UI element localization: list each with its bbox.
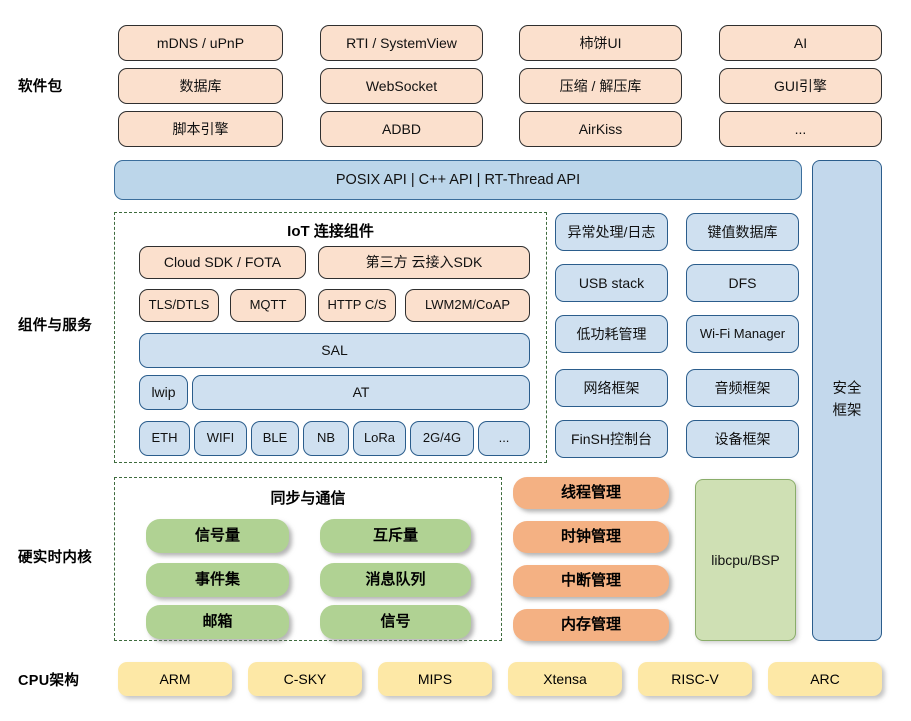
security-framework-line1: 安全	[832, 381, 862, 398]
cpu-arch-box[interactable]: ARM	[118, 662, 232, 696]
package-box[interactable]: 脚本引擎	[118, 111, 283, 147]
sync-box[interactable]: 互斥量	[320, 519, 471, 553]
cpu-arch-box[interactable]: C-SKY	[248, 662, 362, 696]
row-label-software-packages: 软件包	[18, 79, 63, 95]
api-bar: POSIX API | C++ API | RT-Thread API	[114, 160, 802, 200]
package-box[interactable]: GUI引擎	[719, 68, 882, 104]
package-box[interactable]: ADBD	[320, 111, 483, 147]
component-box[interactable]: Wi-Fi Manager	[686, 315, 799, 353]
sync-box[interactable]: 消息队列	[320, 563, 471, 597]
sync-group-title: 同步与通信	[270, 490, 346, 507]
link-box[interactable]: LoRa	[353, 421, 406, 456]
component-box[interactable]: USB stack	[555, 264, 668, 302]
kernel-management-box[interactable]: 线程管理	[513, 477, 669, 509]
link-box[interactable]: BLE	[251, 421, 299, 456]
row-label-components-services: 组件与服务	[18, 318, 92, 334]
cpu-arch-box[interactable]: RISC-V	[638, 662, 752, 696]
component-box[interactable]: FinSH控制台	[555, 420, 668, 458]
kernel-management-box[interactable]: 中断管理	[513, 565, 669, 597]
libcpu-bsp-box[interactable]: libcpu/BSP	[695, 479, 796, 641]
kernel-management-box[interactable]: 内存管理	[513, 609, 669, 641]
package-box[interactable]: mDNS / uPnP	[118, 25, 283, 61]
cpu-arch-box[interactable]: ARC	[768, 662, 882, 696]
link-box[interactable]: 2G/4G	[410, 421, 474, 456]
sync-box[interactable]: 信号	[320, 605, 471, 639]
sync-box[interactable]: 事件集	[146, 563, 289, 597]
security-framework-column[interactable]: 安全 框架	[812, 160, 882, 641]
iot-protocol-box[interactable]: HTTP C/S	[318, 289, 396, 322]
iot-group-title: IoT 连接组件	[287, 223, 374, 240]
cpu-arch-box[interactable]: MIPS	[378, 662, 492, 696]
sal-box[interactable]: SAL	[139, 333, 530, 368]
cpu-arch-box[interactable]: Xtensa	[508, 662, 622, 696]
component-box[interactable]: 键值数据库	[686, 213, 799, 251]
package-box[interactable]: AI	[719, 25, 882, 61]
package-box[interactable]: 柿饼UI	[519, 25, 682, 61]
link-box[interactable]: NB	[303, 421, 349, 456]
link-box[interactable]: ...	[478, 421, 530, 456]
at-box[interactable]: AT	[192, 375, 530, 410]
package-box[interactable]: AirKiss	[519, 111, 682, 147]
row-label-cpu-arch: CPU架构	[18, 673, 80, 689]
sync-communication-group	[114, 477, 502, 641]
package-box[interactable]: RTI / SystemView	[320, 25, 483, 61]
package-box[interactable]: 数据库	[118, 68, 283, 104]
row-label-hard-realtime-kernel: 硬实时内核	[18, 550, 92, 566]
iot-sdk-box[interactable]: Cloud SDK / FOTA	[139, 246, 306, 279]
iot-connectivity-group	[114, 212, 547, 463]
package-box[interactable]: ...	[719, 111, 882, 147]
security-framework-line2: 框架	[832, 402, 862, 419]
package-box[interactable]: 压缩 / 解压库	[519, 68, 682, 104]
component-box[interactable]: 音频框架	[686, 369, 799, 407]
package-box[interactable]: WebSocket	[320, 68, 483, 104]
sync-box[interactable]: 信号量	[146, 519, 289, 553]
iot-sdk-box[interactable]: 第三方 云接入SDK	[318, 246, 530, 279]
iot-protocol-box[interactable]: MQTT	[230, 289, 306, 322]
kernel-management-box[interactable]: 时钟管理	[513, 521, 669, 553]
lwip-box[interactable]: lwip	[139, 375, 188, 410]
link-box[interactable]: ETH	[139, 421, 190, 456]
iot-protocol-box[interactable]: LWM2M/CoAP	[405, 289, 530, 322]
component-box[interactable]: 网络框架	[555, 369, 668, 407]
sync-box[interactable]: 邮箱	[146, 605, 289, 639]
iot-protocol-box[interactable]: TLS/DTLS	[139, 289, 219, 322]
component-box[interactable]: 设备框架	[686, 420, 799, 458]
component-box[interactable]: DFS	[686, 264, 799, 302]
component-box[interactable]: 低功耗管理	[555, 315, 668, 353]
component-box[interactable]: 异常处理/日志	[555, 213, 668, 251]
link-box[interactable]: WIFI	[194, 421, 247, 456]
